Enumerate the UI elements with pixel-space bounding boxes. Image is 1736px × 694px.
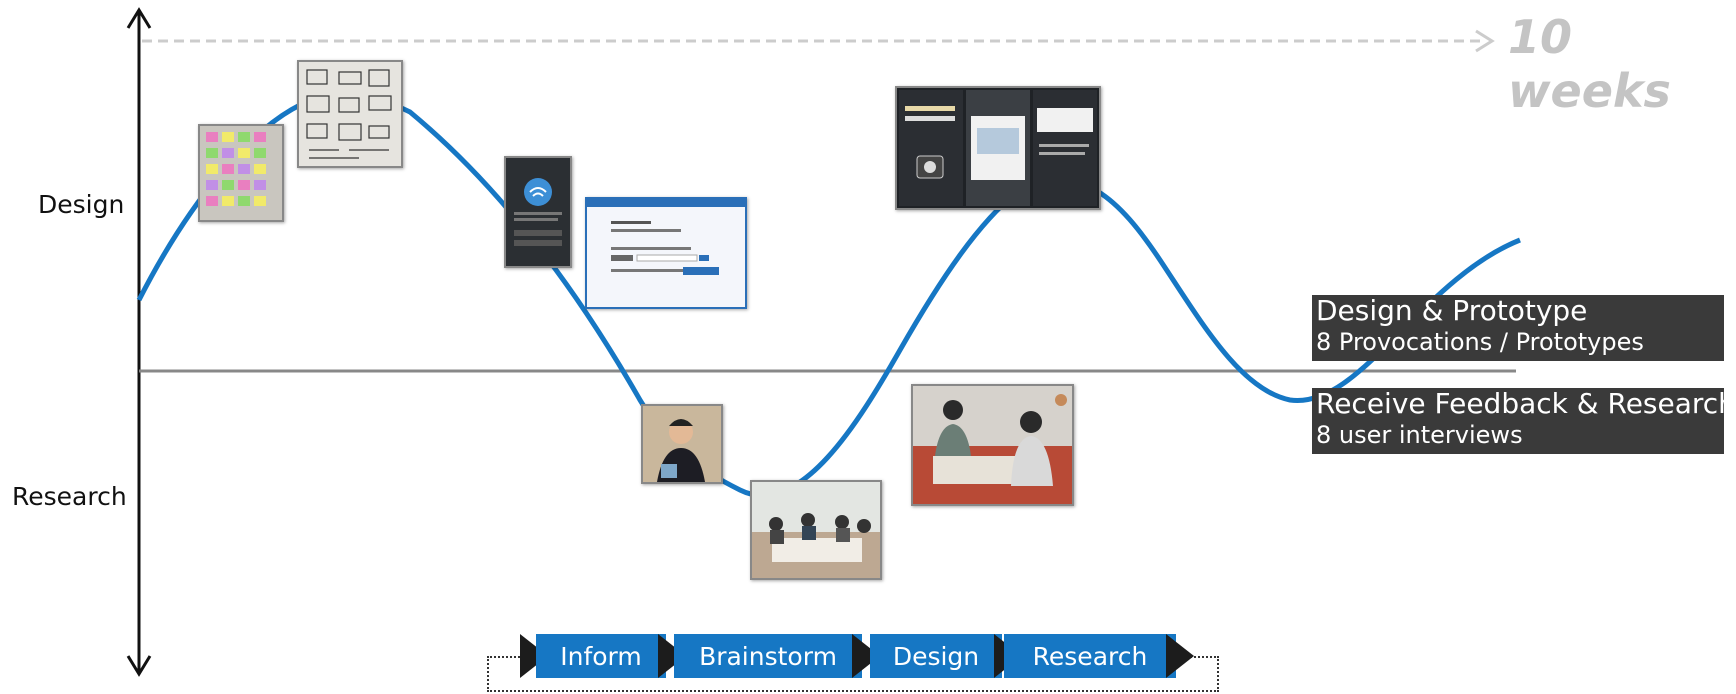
legend-feedback-research: Receive Feedback & Research 8 user inter…	[1312, 387, 1736, 454]
phase-arrow-icon	[1166, 634, 1194, 678]
phase-design: Design	[870, 634, 1002, 678]
photo-group-workshop	[750, 480, 882, 580]
legend-design-subtitle: 8 Provocations / Prototypes	[1316, 328, 1644, 356]
axis-arrow-bottom-icon	[126, 655, 152, 677]
timeline-label: 10 weeks	[1508, 10, 1671, 118]
photo-app-screen-mobile	[504, 156, 572, 268]
photo-interview-table	[911, 384, 1074, 506]
legend-design-title: Design & Prototype	[1316, 294, 1588, 327]
photo-whiteboard-sketches	[297, 60, 403, 168]
timeline-arrow-icon	[1475, 29, 1495, 53]
phase-research: Research	[1004, 634, 1176, 678]
axis-arrow-top-icon	[126, 7, 152, 29]
axis-label-research: Research	[12, 482, 127, 511]
photo-app-screens-triple	[895, 86, 1101, 210]
axis-label-design: Design	[38, 190, 125, 219]
legend-feedback-subtitle: 8 user interviews	[1316, 421, 1523, 449]
phase-inform: Inform	[536, 634, 666, 678]
legend-design-prototype: Design & Prototype 8 Provocations / Prot…	[1312, 295, 1724, 361]
photo-sticky-notes-wall	[198, 124, 284, 222]
phase-brainstorm: Brainstorm	[674, 634, 862, 678]
photo-app-screen-desktop	[585, 197, 747, 309]
legend-feedback-title: Receive Feedback & Research	[1316, 387, 1736, 420]
photo-interview-man	[641, 404, 723, 484]
